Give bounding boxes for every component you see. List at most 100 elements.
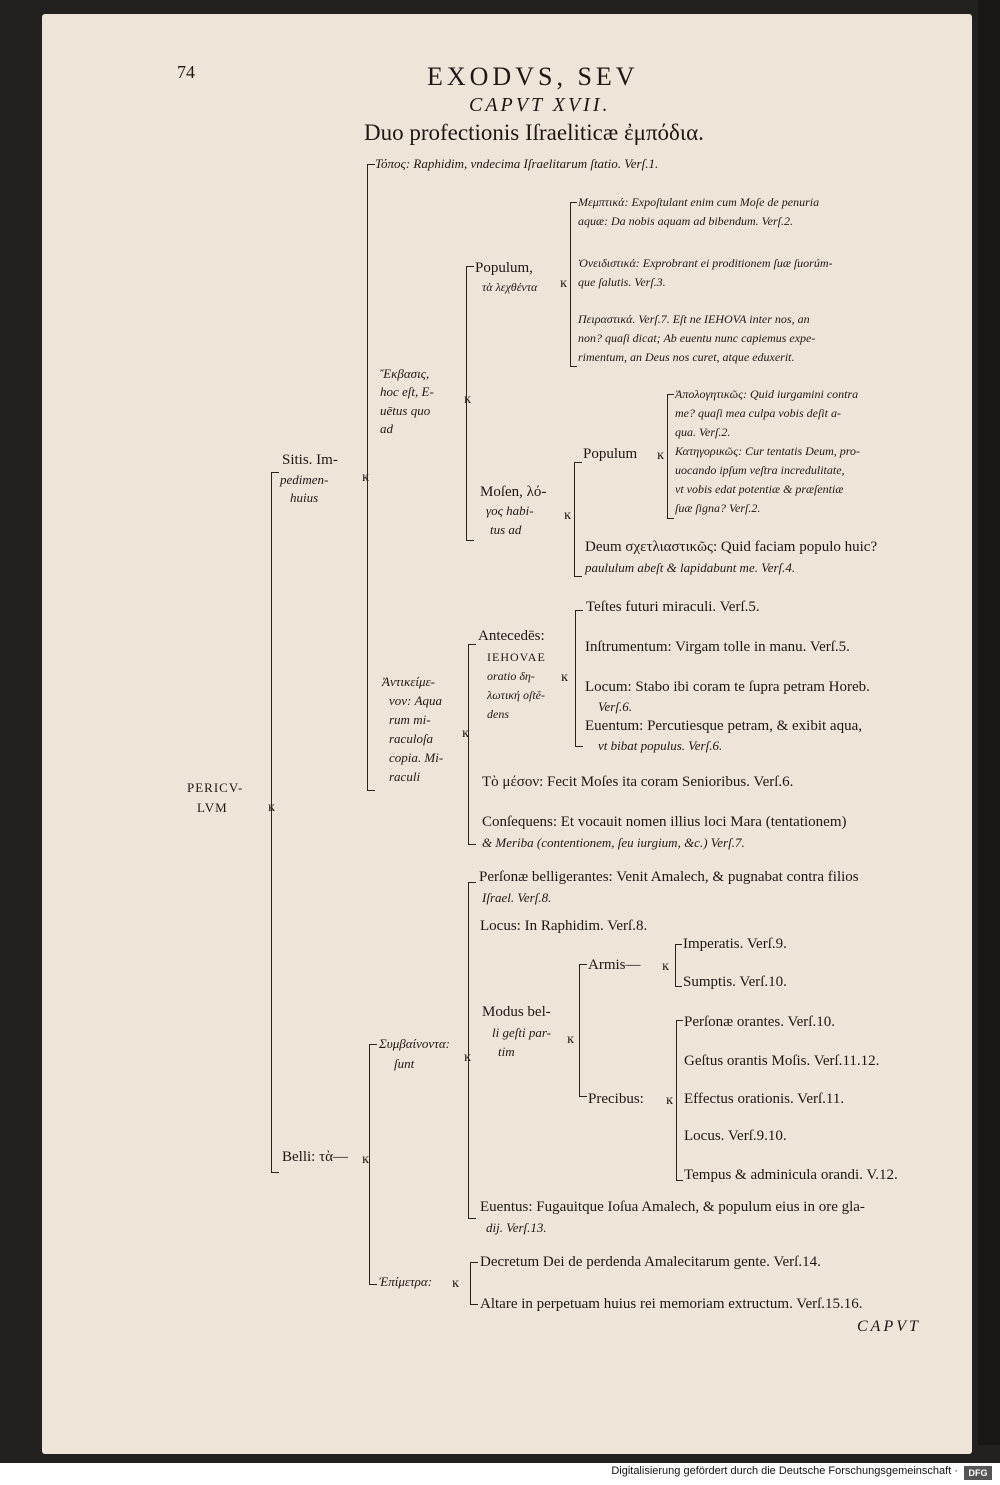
antikeimenon-label-2: νον: Aqua	[389, 693, 443, 708]
mosen-populum-bracket-bottom	[667, 518, 674, 520]
chapter-subtitle: Duo profectionis Iſraeliticæ ἐμπόδια.	[364, 120, 704, 145]
dfg-logo: DFG	[964, 1466, 992, 1480]
belli-bracket-bottom	[369, 1284, 377, 1286]
ekbasis-bracket	[466, 266, 468, 540]
root-label-line2: LVM	[197, 800, 228, 815]
antecedens-label-4: λωτική oſtē-	[487, 688, 546, 702]
precibus-bracket-top	[676, 1020, 683, 1022]
modus-bracket-bottom	[579, 1096, 587, 1098]
antikeimenon-label-1: Ἀντικείμε-	[382, 674, 435, 689]
epimetra-bracket-bottom	[470, 1304, 478, 1306]
apologetikos-line3: qua. Verſ.2.	[675, 425, 731, 439]
root-bracket	[271, 472, 273, 1172]
memptika-line1: Μεμπτικά: Expoſtulant enim cum Moſe de p…	[578, 195, 820, 209]
antecedens-label-1: Antecedēs:	[478, 628, 545, 644]
memptika-line2: aquæ: Da nobis aquam ad bibendum. Verſ.2…	[578, 214, 793, 228]
modus-label-1: Modus bel-	[482, 1004, 551, 1020]
precibus-tempus: Tempus & adminicula orandi. V.12.	[684, 1167, 898, 1183]
mosen-label-2: γος habi-	[486, 503, 534, 518]
modus-label-3: tim	[498, 1044, 515, 1059]
armis-bracket-bottom	[675, 986, 682, 988]
belli-brace-tip: ĸ	[362, 1152, 369, 1167]
ekbasis-label-4: ad	[380, 421, 393, 436]
scan-edge	[978, 0, 1000, 1445]
populum-label: Populum,	[475, 260, 533, 276]
decretum-line: Decretum Dei de perdenda Amalecitarum ge…	[480, 1254, 821, 1270]
root-bracket-top	[271, 472, 279, 474]
locum-line2: Verſ.6.	[598, 699, 632, 714]
antecedens-label-2: IEHOVAE	[487, 650, 546, 664]
precibus-label: Precibus:	[588, 1091, 644, 1107]
sitis-bracket-top	[367, 164, 375, 166]
mosen-populum-label: Populum	[583, 446, 638, 462]
root-label-line1: PERICV-	[187, 780, 244, 795]
symbainonta-label: Συμβαίνοντα:	[379, 1036, 450, 1051]
armis-brace-tip: ĸ	[662, 959, 669, 974]
antikeimenon-bracket	[468, 644, 470, 844]
antikeimenon-label-4: raculoſa	[389, 731, 434, 746]
antecedens-label-5: dens	[487, 707, 509, 721]
mosen-brace-tip: ĸ	[564, 508, 571, 523]
antecedens-bracket	[575, 610, 577, 746]
page-number: 74	[177, 62, 195, 82]
modus-bracket-top	[579, 964, 587, 966]
locus-line: Locus: In Raphidim. Verſ.8.	[480, 918, 648, 934]
locum-line1: Locum: Stabo ibi coram te ſupra petram H…	[585, 679, 870, 695]
peirastika-line2: non? quaſi dicat; Ab euentu nunc capiemu…	[578, 331, 816, 345]
symbainonta-label-2: ſunt	[394, 1056, 415, 1071]
antecedens-brace-tip: ĸ	[561, 670, 568, 685]
apologetikos-line1: Ἀπολογητικῶς: Quid iurgamini contra	[675, 387, 859, 401]
populum-bracket-top	[570, 202, 577, 204]
footer-bar: Digitalisierung gefördert durch die Deut…	[0, 1463, 1000, 1485]
precibus-locus: Locus. Verſ.9.10.	[684, 1128, 787, 1144]
root-bracket-bottom	[271, 1172, 279, 1174]
symbainonta-bracket	[468, 882, 470, 1218]
sitis-label: Sitis. Im-	[282, 452, 338, 468]
imperatis-line: Imperatis. Verſ.9.	[683, 936, 787, 952]
ekbasis-label-2: hoc eſt, E-	[380, 384, 434, 399]
kategorikos-line3: vt vobis edat potentiæ & præſentiæ	[675, 482, 844, 496]
antikeimenon-bracket-bottom	[468, 844, 476, 846]
book-page: 74 EXODVS, SEV CAPVT XVII. Duo profectio…	[42, 14, 972, 1454]
mosen-bracket-top	[574, 462, 582, 464]
ekbasis-bracket-bottom	[466, 540, 474, 542]
symbainonta-bracket-bottom	[468, 1218, 476, 1220]
precibus-brace-tip: ĸ	[666, 1093, 673, 1108]
symbainonta-brace-tip: ĸ	[464, 1050, 471, 1066]
chapter-heading: CAPVT XVII.	[469, 94, 611, 116]
modus-bracket	[579, 964, 581, 1096]
euentus-line1: Euentus: Fugauitque Ioſua Amalech, & pop…	[480, 1199, 865, 1215]
sitis-bracket-bottom	[367, 790, 375, 792]
kategorikos-line4: ſuæ ſigna? Verſ.2.	[675, 501, 761, 515]
personae-line1: Perſonæ belligerantes: Venit Amalech, & …	[479, 869, 859, 885]
precibus-bracket-bottom	[676, 1180, 683, 1182]
mosen-bracket	[574, 462, 576, 576]
belli-label: Belli: τὰ—	[282, 1149, 348, 1165]
belli-bracket-top	[369, 1044, 377, 1046]
antecedens-bracket-top	[575, 610, 583, 612]
consequens-line2: & Meriba (contentionem, ſeu iurgium, &c.…	[482, 835, 745, 850]
populum-brace-tip: ĸ	[560, 276, 567, 291]
armis-bracket-top	[675, 944, 682, 946]
precibus-gestus: Geſtus orantis Moſis. Verſ.11.12.	[684, 1053, 880, 1069]
mosen-bracket-bottom	[574, 576, 582, 578]
mosen-populum-bracket-top	[667, 394, 674, 396]
antecedens-bracket-bottom	[575, 746, 583, 748]
meson-line: Τὸ μέσον: Fecit Moſes ita coram Seniorib…	[482, 774, 794, 790]
peirastika-line1: Πειραστικά. Verſ.7. Eſt ne IEHOVA inter …	[578, 312, 810, 326]
modus-brace-tip: ĸ	[567, 1032, 574, 1047]
epimetra-label: Ἐπίμετρα:	[379, 1274, 433, 1289]
testes-line: Teſtes futuri miraculi. Verſ.5.	[586, 599, 760, 615]
euentum-line2: vt bibat populus. Verſ.6.	[598, 738, 723, 753]
antikeimenon-brace-tip: ĸ	[462, 726, 469, 741]
catchword: CAPVT	[857, 1318, 921, 1335]
altare-line: Altare in perpetuam huius rei memoriam e…	[480, 1296, 863, 1312]
precibus-bracket	[676, 1020, 678, 1180]
peirastika-line3: rimentum, an Deus nos curet, atque eduxe…	[578, 350, 795, 364]
antecedens-label-3: oratio δη-	[487, 669, 535, 683]
sitis-label-2: pedimen-	[280, 472, 329, 487]
populum-greek: τὰ λεχθέντα	[482, 280, 538, 294]
kategorikos-line2: uocando ipſum veſtra incredulitate,	[675, 463, 845, 477]
consequens-line1: Conſequens: Et vocauit nomen illius loci…	[482, 814, 847, 830]
deum-line1: Deum σχετλιαστικῶς: Quid faciam populo h…	[585, 539, 878, 555]
